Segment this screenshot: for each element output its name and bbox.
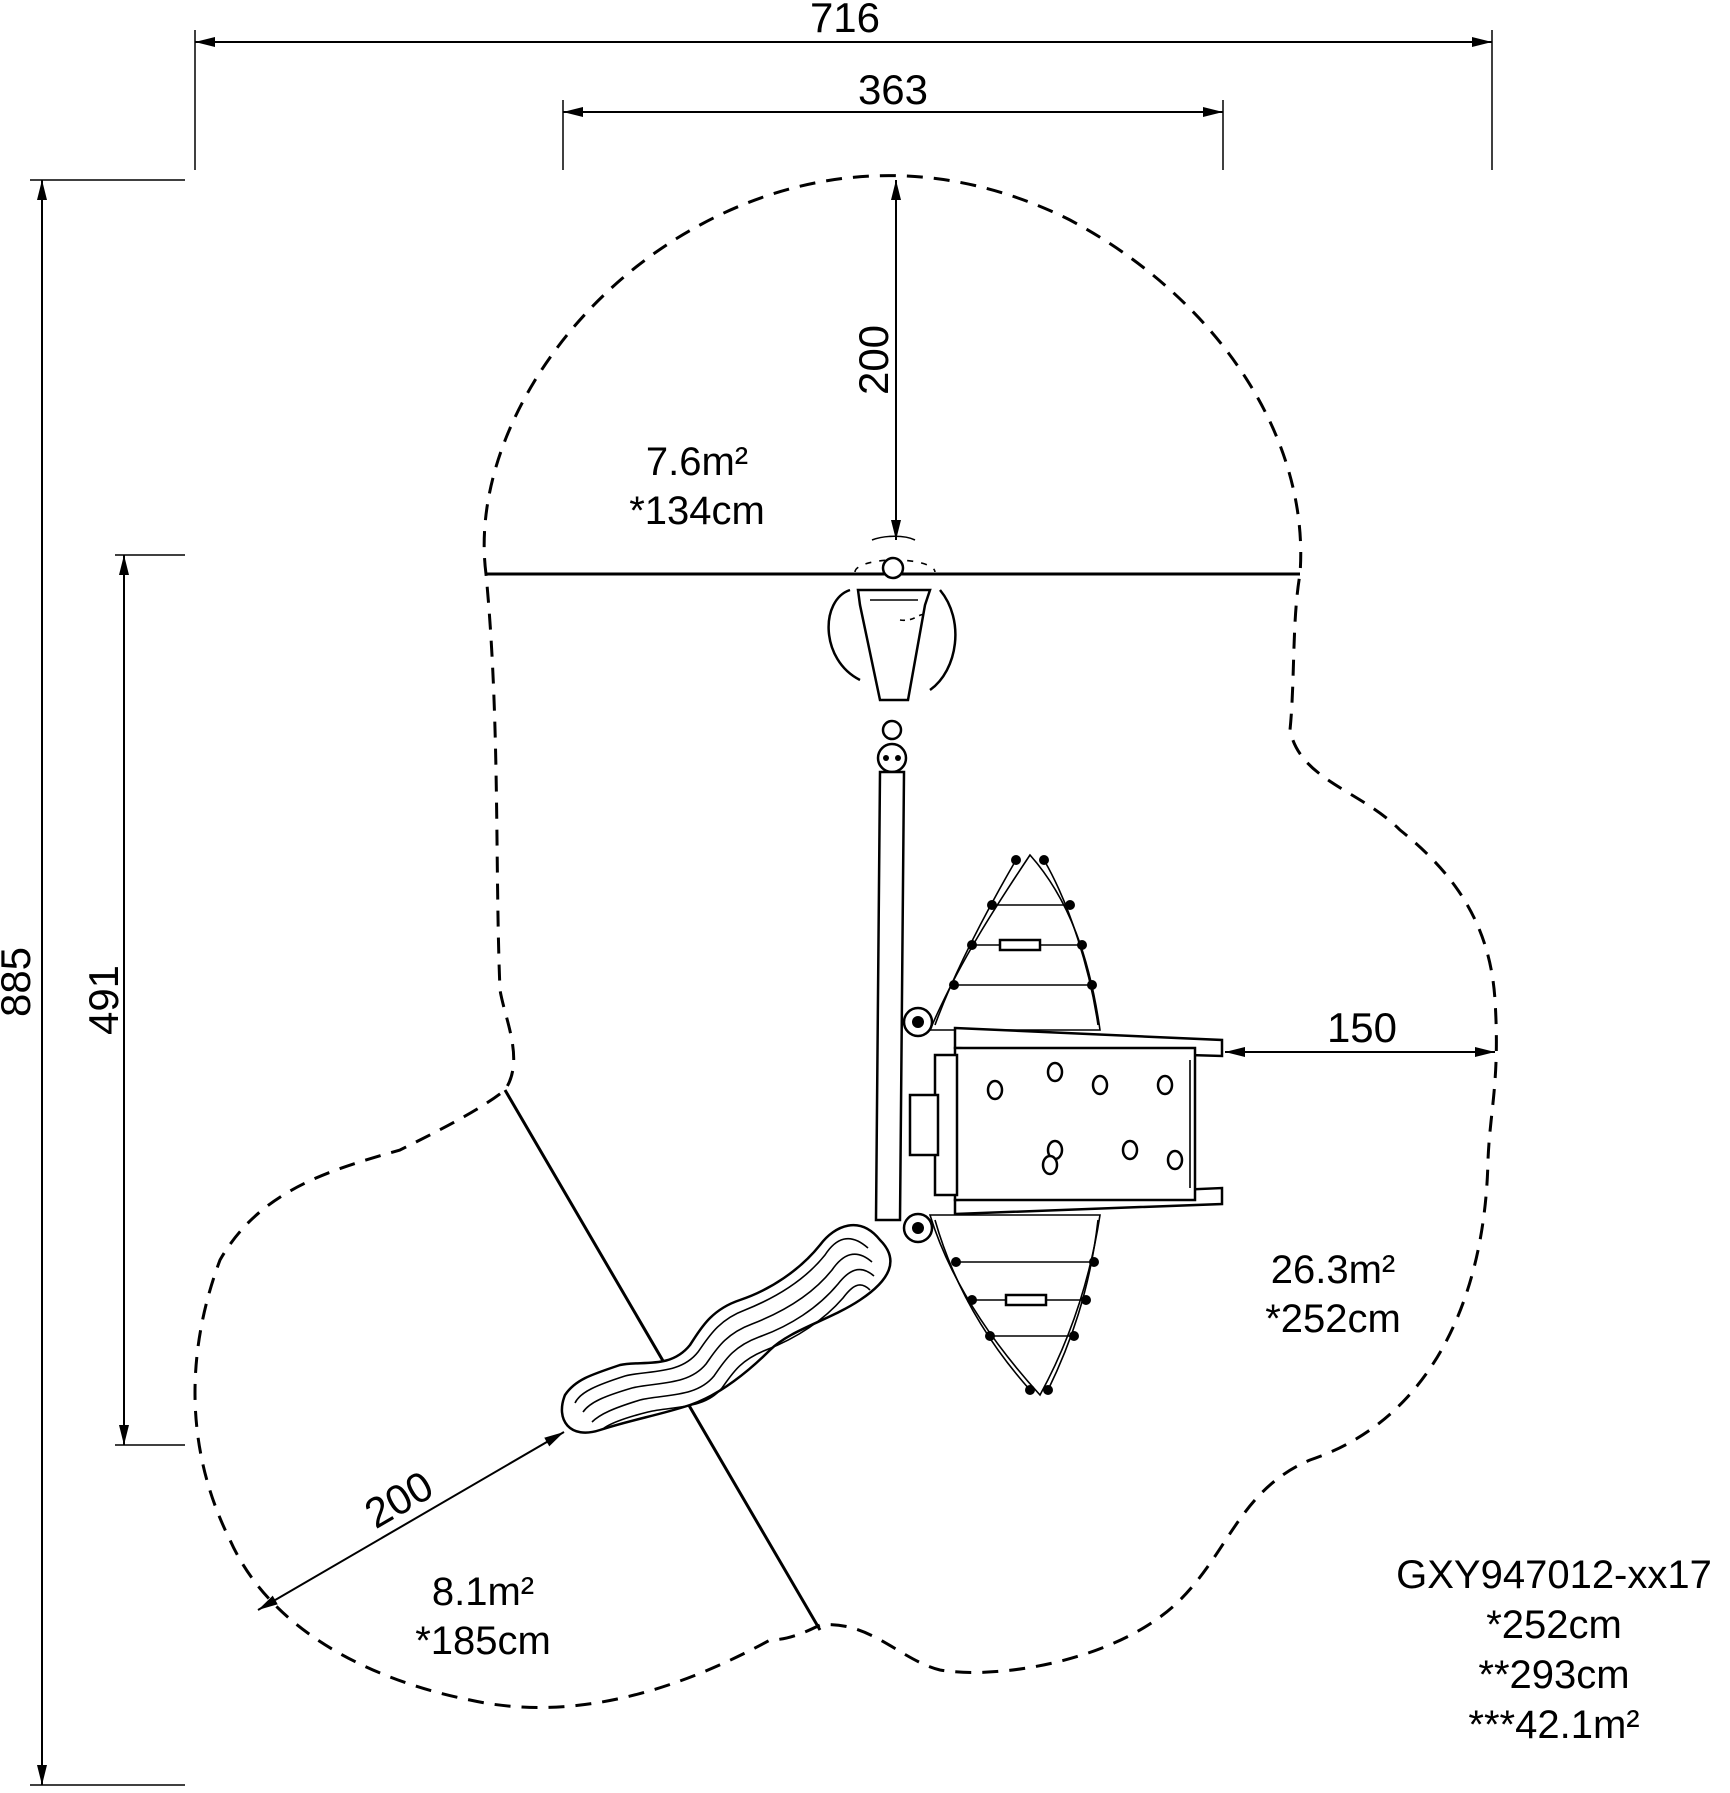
- spec-model-number: GXY947012-xx17: [1396, 1553, 1712, 1597]
- climbing-hold-1: [986, 1079, 1004, 1101]
- spinner-element: [827, 535, 957, 774]
- dimension-right-clearance: 150: [1225, 1004, 1495, 1057]
- dimension-overall-width: 716: [194, 0, 1493, 170]
- spec-line-3: ***42.1m²: [1468, 1703, 1639, 1747]
- dimension-label-150: 150: [1327, 1004, 1397, 1051]
- climbing-hold-8: [1166, 1149, 1184, 1171]
- zone-slide-height: *185cm: [415, 1619, 551, 1663]
- dimension-top-clearance: 200: [850, 180, 901, 540]
- climbing-hold-4: [1156, 1074, 1174, 1096]
- spec-block: GXY947012-xx17 *252cm **293cm ***42.1m²: [1396, 1553, 1712, 1747]
- connecting-bar: [874, 770, 906, 1222]
- dimension-label-716: 716: [810, 0, 880, 41]
- zone-slide-area: 8.1m²: [432, 1570, 534, 1614]
- dimension-label-top-200: 200: [850, 325, 897, 395]
- zone-divider-slide: [503, 1089, 822, 1631]
- climbing-hold-6: [1121, 1139, 1139, 1161]
- climbing-net-lower: [928, 1214, 1101, 1397]
- climbing-hold-3: [1091, 1074, 1109, 1096]
- climbing-net-upper: [928, 853, 1101, 1031]
- zone-label-main: 26.3m² *252cm: [1265, 1248, 1401, 1341]
- safety-zone-boundary: [193, 174, 1498, 1709]
- spec-line-2: **293cm: [1478, 1653, 1629, 1697]
- dimension-label-491: 491: [80, 965, 127, 1035]
- zone-label-slide: 8.1m² *185cm: [415, 1570, 551, 1663]
- dimension-label-885: 885: [0, 947, 39, 1017]
- climbing-platform: [902, 1006, 1224, 1244]
- climbing-hold-2: [1046, 1061, 1064, 1083]
- dimension-label-363: 363: [858, 66, 928, 113]
- dimension-left-depth: 491: [80, 554, 185, 1446]
- zone-top-area: 7.6m²: [646, 440, 748, 484]
- wavy-slide: [560, 1223, 892, 1434]
- dimension-upper-width: 363: [562, 66, 1224, 170]
- zone-main-height: *252cm: [1265, 1297, 1401, 1341]
- zone-main-area: 26.3m²: [1271, 1248, 1396, 1292]
- dimension-label-slide-200: 200: [357, 1462, 441, 1538]
- spec-line-1: *252cm: [1486, 1603, 1622, 1647]
- dimension-overall-depth: 885: [0, 179, 185, 1786]
- climbing-hold-7: [1041, 1154, 1059, 1176]
- zone-label-top: 7.6m² *134cm: [629, 440, 765, 533]
- zone-top-height: *134cm: [629, 489, 765, 533]
- play-equipment: [560, 535, 1224, 1434]
